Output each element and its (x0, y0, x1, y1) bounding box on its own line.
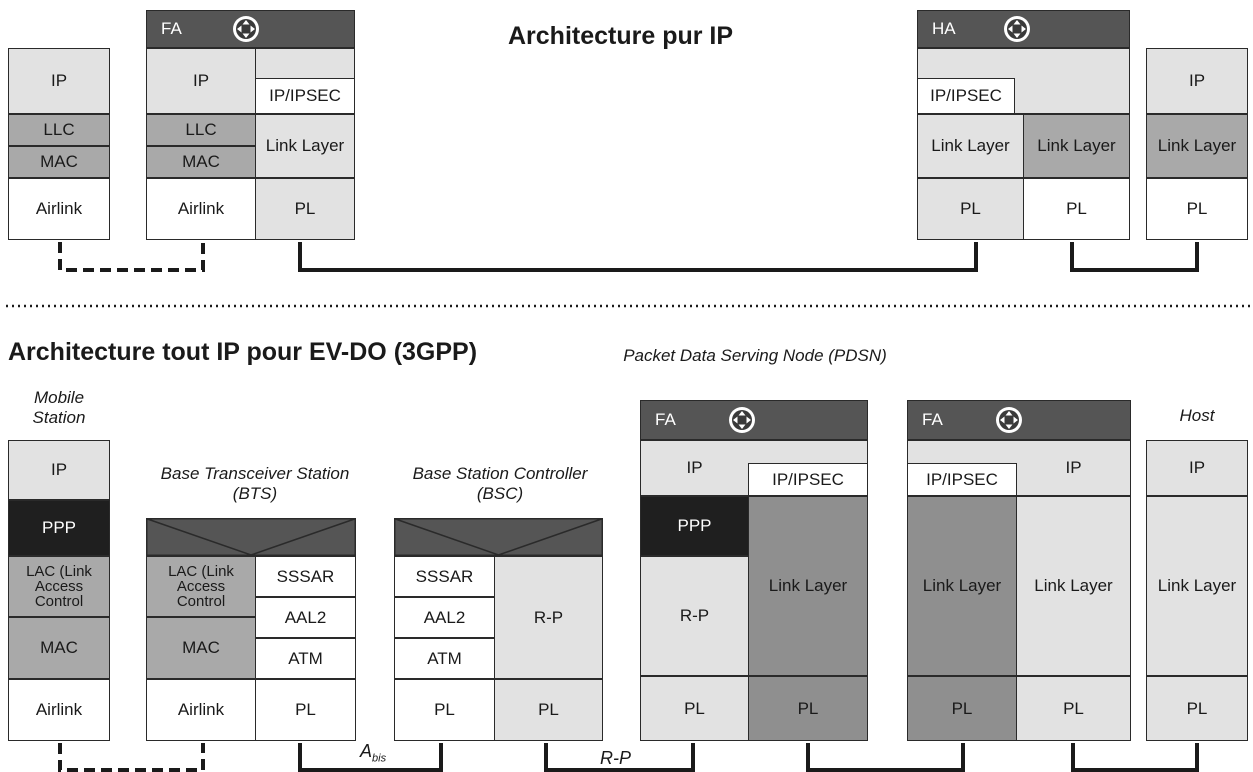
ms-ip: IP (8, 440, 110, 500)
bsc-rp: R-P (494, 556, 603, 679)
top-fa-ha-link (298, 242, 978, 272)
top-ha-ipsec: IP/IPSEC (917, 78, 1015, 114)
top-ha-pl-2: PL (1023, 178, 1130, 240)
host-pl: PL (1146, 676, 1248, 741)
top-mobile-ip: IP (8, 48, 110, 114)
pdsn-fa-link (806, 743, 965, 772)
pdsn-caption: Packet Data Serving Node (PDSN) (623, 346, 887, 365)
top-host-pl: PL (1146, 178, 1248, 240)
router-icon (1004, 16, 1030, 42)
top-fa-airlink: Airlink (146, 178, 256, 240)
top-fa-link-layer: Link Layer (255, 114, 355, 178)
top-ha-pl-1: PL (917, 178, 1024, 240)
fa2-pl-1: PL (907, 676, 1017, 741)
pdsn-link-layer: Link Layer (748, 496, 868, 676)
bts-airlink: Airlink (146, 679, 256, 741)
ms-airlink: Airlink (8, 679, 110, 741)
bts-header-chevron (146, 518, 356, 556)
bts-pl: PL (255, 679, 356, 741)
ms-mac: MAC (8, 617, 110, 679)
top-host-ip: IP (1146, 48, 1248, 114)
rp-link-label: R-P (600, 748, 631, 768)
top-fa-llc: LLC (146, 114, 256, 146)
top-mobile-mac: MAC (8, 146, 110, 178)
bsc-pl-2: PL (494, 679, 603, 741)
top-ha-header: HA (917, 10, 1130, 48)
top-fa-ipsec: IP/IPSEC (255, 78, 355, 114)
bsc-pl-1: PL (394, 679, 495, 741)
top-mobile-airlink: Airlink (8, 178, 110, 240)
fa2-link-layer-1: Link Layer (907, 496, 1017, 676)
fa-host-link (1071, 743, 1199, 772)
mobile-station-caption: Mobile Station (32, 388, 86, 427)
bts-mac: MAC (146, 617, 256, 679)
ms-lac: LAC (Link Access Control (8, 556, 110, 617)
bsc-atm: ATM (394, 638, 495, 679)
pdsn-rp: R-P (640, 556, 749, 676)
host-ip: IP (1146, 440, 1248, 496)
abis-label-main: A (360, 741, 373, 761)
top-fa-header: FA (146, 10, 355, 48)
bsc-header-chevron (394, 518, 603, 556)
pdsn-ppp: PPP (640, 496, 749, 556)
bts-lac: LAC (Link Access Control (146, 556, 256, 617)
bts-caption: Base Transceiver Station (BTS) (160, 464, 350, 503)
bsc-aal2: AAL2 (394, 597, 495, 638)
top-mobile-llc: LLC (8, 114, 110, 146)
abis-label: Abis (360, 741, 420, 765)
top-ha-link-layer-1: Link Layer (917, 114, 1024, 178)
fa2-ipsec: IP/IPSEC (907, 463, 1017, 496)
router-icon (233, 16, 259, 42)
pdsn-pl-1: PL (640, 676, 749, 741)
bsc-caption: Base Station Controller (BSC) (412, 464, 588, 503)
top-title: Architecture pur IP (508, 22, 734, 50)
top-fa-ip: IP (146, 48, 256, 114)
bts-atm: ATM (255, 638, 356, 679)
bts-sssar: SSSAR (255, 556, 356, 597)
pdsn-ip: IP (686, 458, 703, 478)
top-ha-header-label: HA (932, 19, 956, 38)
host-caption: Host (1179, 406, 1215, 425)
top-fa-header-label: FA (161, 19, 182, 38)
fa2-header: FA (907, 400, 1131, 440)
top-airlink-link (58, 242, 205, 272)
top-fa-mac: MAC (146, 146, 256, 178)
bottom-title: Architecture tout IP pour EV-DO (3GPP) (8, 338, 478, 366)
top-fa-pl: PL (255, 178, 355, 240)
pdsn-header: FA (640, 400, 868, 440)
top-ha-host-link (1070, 242, 1199, 272)
bts-aal2: AAL2 (255, 597, 356, 638)
fa2-pl-2: PL (1016, 676, 1131, 741)
router-icon (729, 407, 755, 433)
pdsn-header-label: FA (655, 410, 676, 429)
bottom-airlink-link (58, 743, 205, 772)
pdsn-pl-2: PL (748, 676, 868, 741)
bsc-sssar: SSSAR (394, 556, 495, 597)
fa2-link-layer-2: Link Layer (1016, 496, 1131, 676)
abis-label-sub: bis (372, 752, 387, 765)
fa2-ip: IP (1065, 458, 1082, 478)
pdsn-ipsec: IP/IPSEC (748, 463, 868, 496)
router-icon (996, 407, 1022, 433)
ms-ppp: PPP (8, 500, 110, 556)
top-host-link-layer: Link Layer (1146, 114, 1248, 178)
host-link-layer: Link Layer (1146, 496, 1248, 676)
top-ha-link-layer-2: Link Layer (1023, 114, 1130, 178)
fa2-header-label: FA (922, 410, 943, 429)
